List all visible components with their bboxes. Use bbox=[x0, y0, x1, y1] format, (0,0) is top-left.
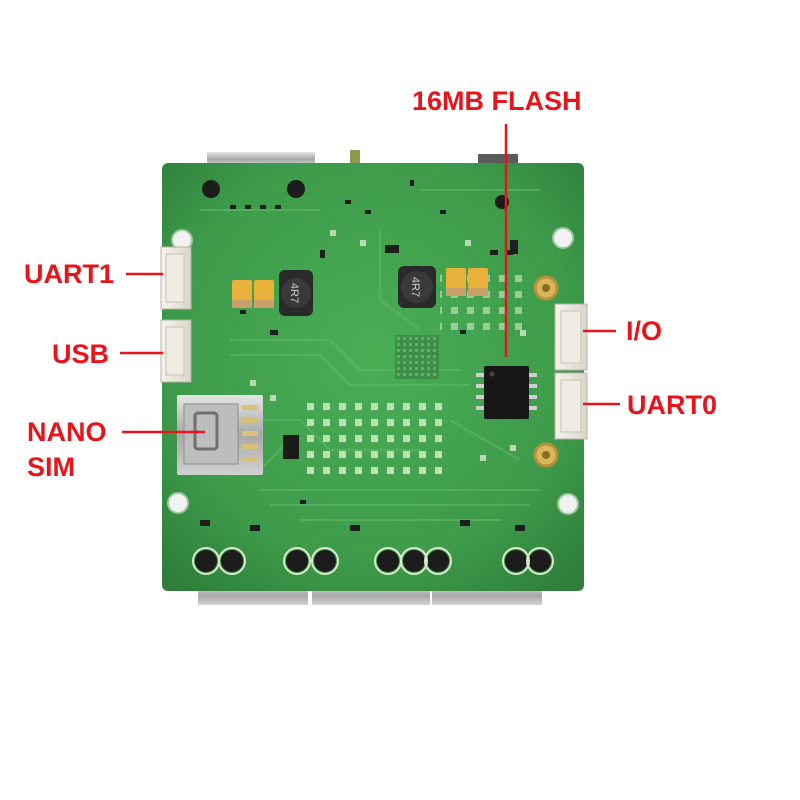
label-uart0: UART0 bbox=[627, 390, 718, 420]
label-nano: NANO bbox=[27, 417, 107, 447]
uart0-connector bbox=[554, 372, 588, 440]
leader-lines bbox=[120, 124, 620, 434]
tantalum-capacitors bbox=[232, 268, 488, 308]
inductor-left-label: 4R7 bbox=[288, 283, 300, 303]
label-16mb-flash: 16MB FLASH bbox=[412, 86, 582, 116]
top-connector-shell bbox=[207, 150, 518, 166]
bottom-pin-rings bbox=[192, 547, 554, 575]
nano-sim-slot bbox=[177, 395, 263, 475]
test-pad-grid bbox=[300, 395, 450, 475]
small-ic bbox=[283, 435, 299, 459]
label-usb: USB bbox=[52, 339, 110, 369]
inductor-left: 4R7 bbox=[279, 270, 313, 316]
io-connector bbox=[554, 303, 588, 371]
label-uart1: UART1 bbox=[24, 259, 115, 289]
inductor-right-label: 4R7 bbox=[409, 277, 421, 297]
smd-light-pads bbox=[250, 230, 526, 461]
uart1-connector bbox=[160, 246, 192, 310]
label-io: I/O bbox=[626, 316, 663, 346]
inductor-right: 4R7 bbox=[398, 266, 436, 308]
bottom-pins bbox=[195, 550, 551, 572]
label-sim: SIM bbox=[27, 452, 76, 482]
smd-components bbox=[200, 180, 525, 531]
top-pins bbox=[202, 180, 509, 209]
soc-footprint bbox=[395, 335, 439, 379]
flash-chip bbox=[476, 366, 537, 419]
usb-connector bbox=[160, 319, 192, 383]
